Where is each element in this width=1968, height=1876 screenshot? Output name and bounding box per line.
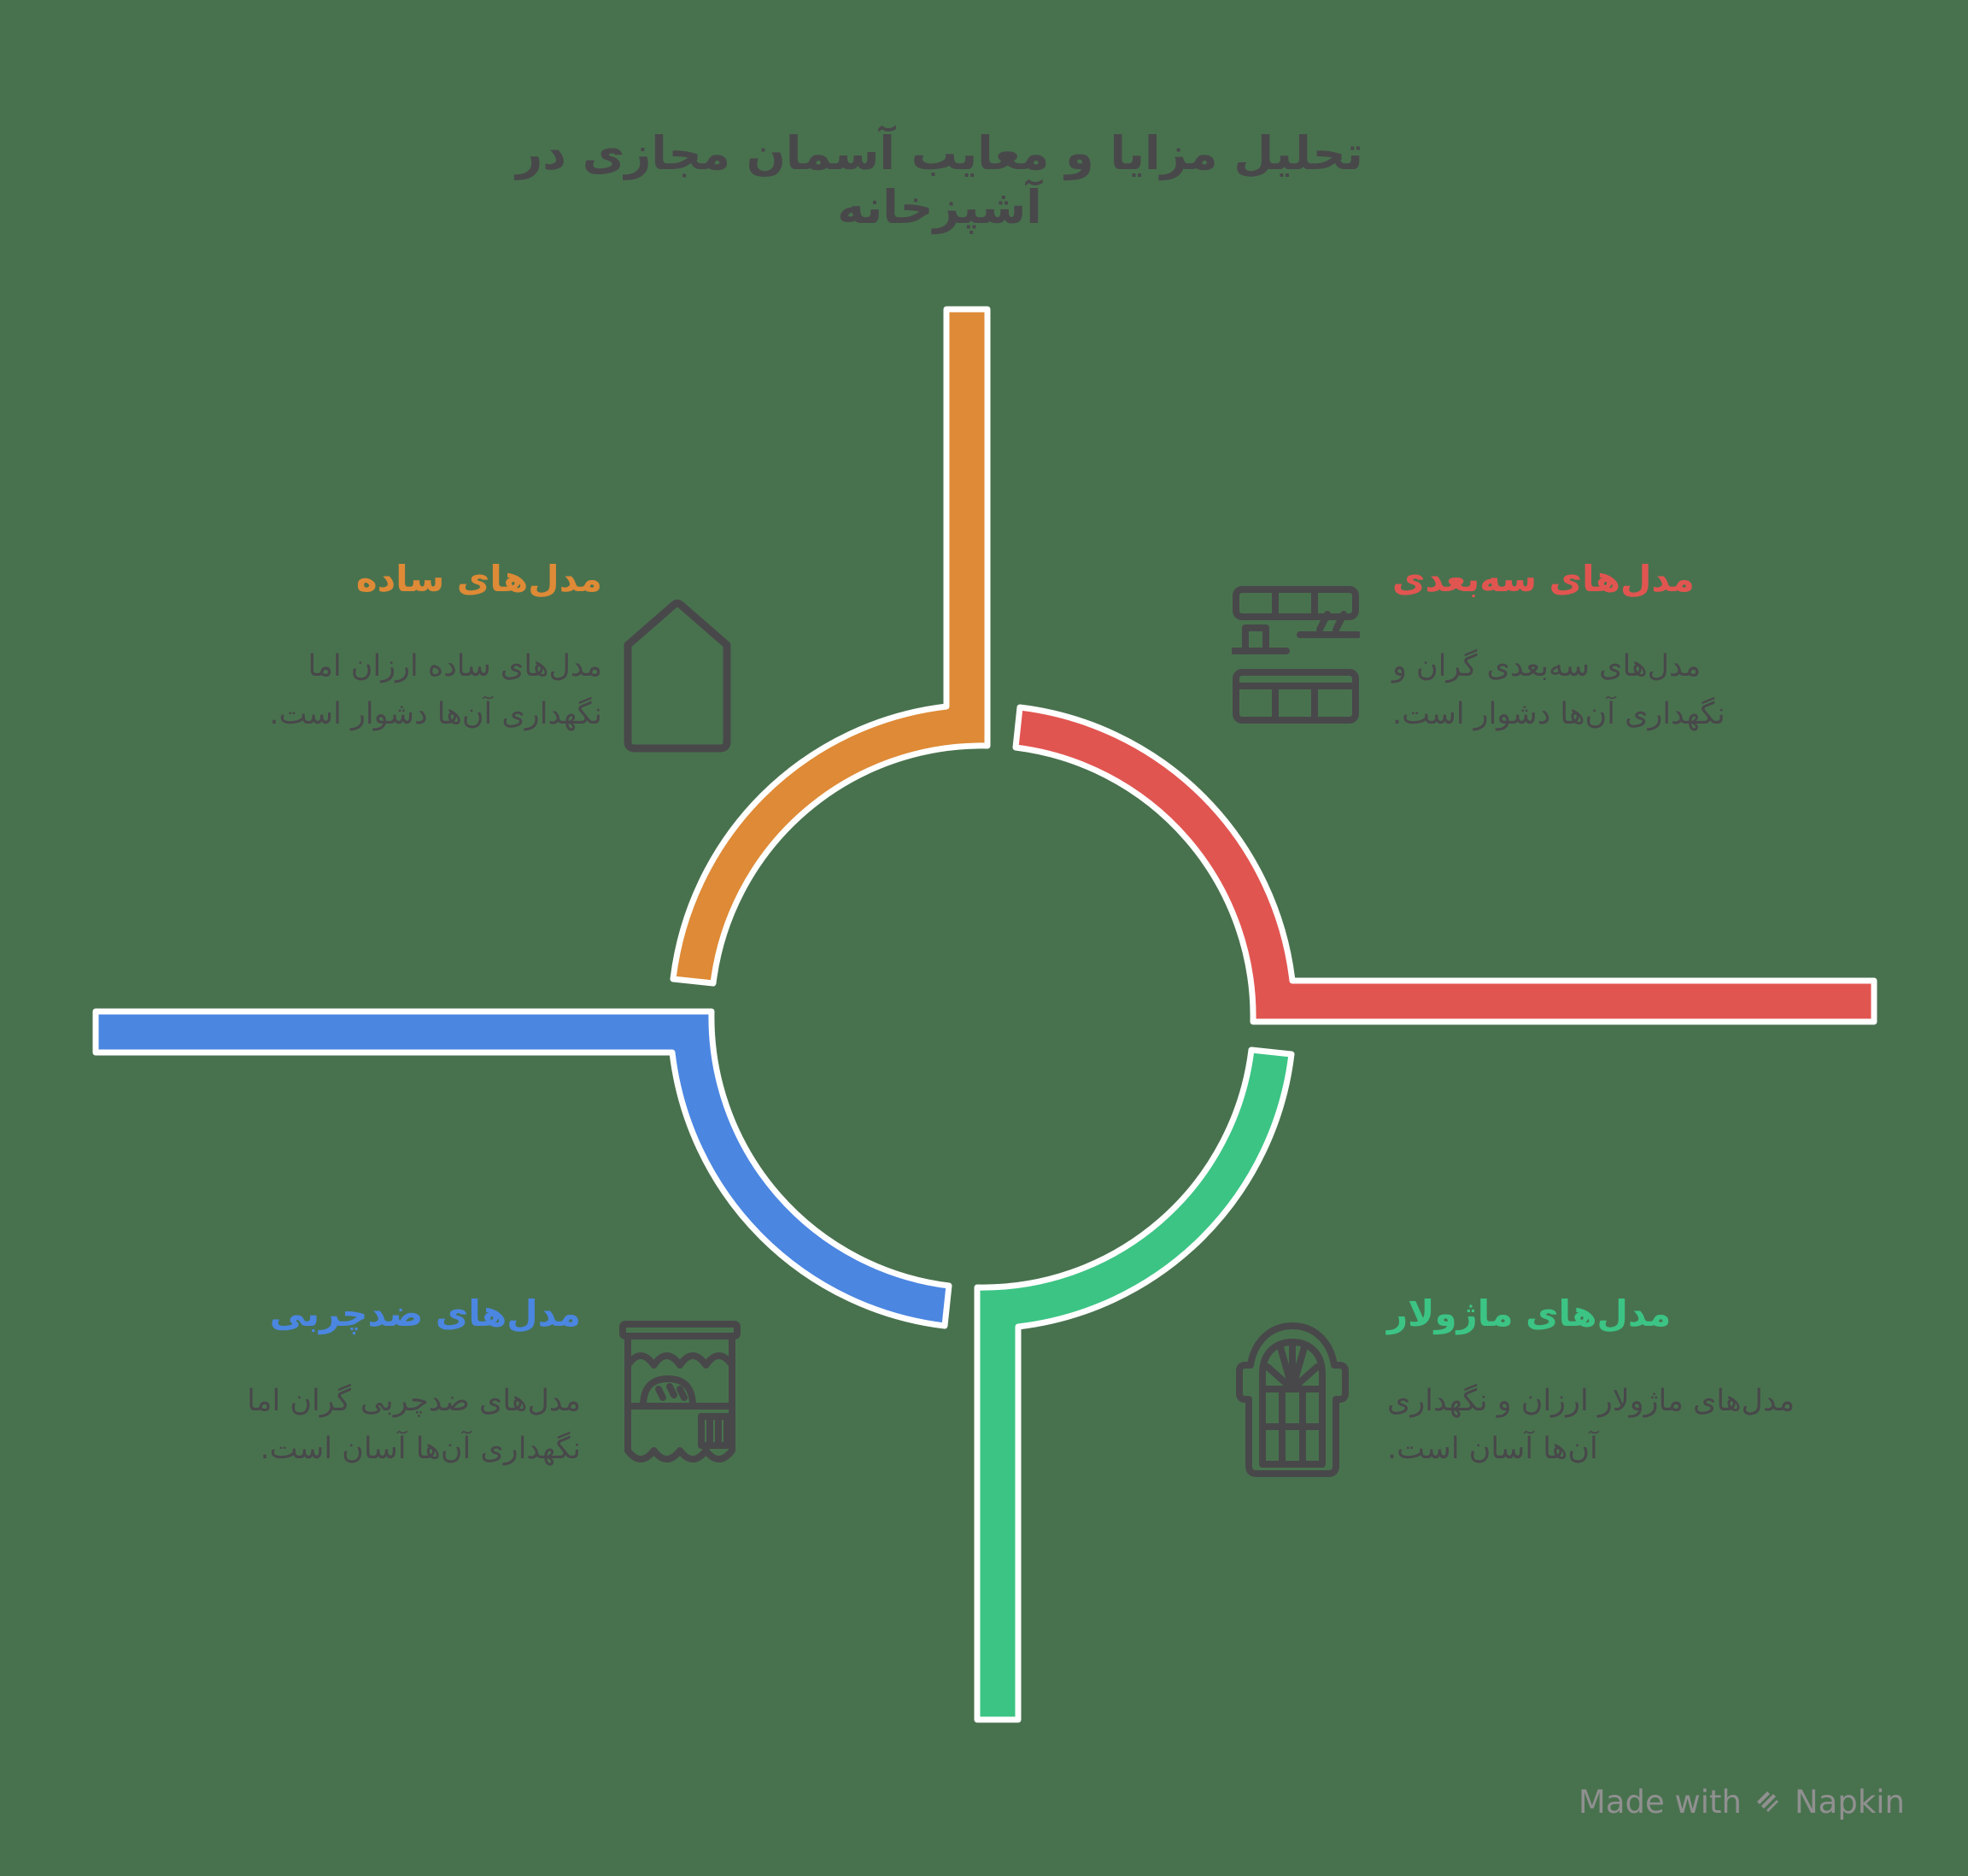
section-modular-models: مدل‌های ماژولار مدل‌های ماژولار ارزان و … [1387, 1288, 1848, 1473]
napkin-watermark: Made with Napkin [1578, 1784, 1905, 1820]
watermark-made-with: Made with [1578, 1784, 1742, 1820]
section-three-d-models: مدل‌های سه‌بعدی مدل‌های سه‌بعدی گران و ن… [1392, 554, 1836, 738]
napkin-logo-icon [1757, 1791, 1778, 1812]
section-heading: مدل‌های ضدچربی [269, 1293, 581, 1334]
arched-window-icon [1236, 1322, 1349, 1477]
diagram-arm-anti-grease-models [92, 1008, 952, 1329]
section-heading: مدل‌های ساده [355, 558, 602, 600]
kitchen-cabinets-icon [1232, 586, 1360, 724]
section-body: مدل‌های ضدچربی گران اما نگهداری آن‌ها آس… [247, 1384, 581, 1466]
bakery-stall-icon [619, 1321, 741, 1463]
house-icon [624, 599, 731, 753]
section-anti-grease-models: مدل‌های ضدچربی مدل‌های ضدچربی گران اما ن… [201, 1288, 581, 1473]
napkin-logo-stripes [1757, 1791, 1778, 1812]
section-heading: مدل‌های سه‌بعدی [1392, 558, 1695, 600]
section-body: مدل‌های ساده ارزان اما نگهداری آن‌ها دشو… [269, 649, 602, 731]
diagram-arm-modular-models [974, 1046, 1295, 1723]
diagram-arm-simple-models [670, 306, 991, 987]
section-body: مدل‌های سه‌بعدی گران و نگهداری آن‌ها دشو… [1392, 649, 1725, 731]
section-simple-models: مدل‌های ساده مدل‌های ساده ارزان اما نگهد… [222, 554, 602, 738]
section-body: مدل‌های ماژولار ارزان و نگهداری آن‌ها آس… [1387, 1384, 1795, 1466]
diagram-arm-three-d-models [1012, 704, 1877, 1025]
page-title: تحلیل مزایا و معایب آسمان مجازی در آشپزخ… [516, 126, 1363, 234]
section-heading: مدل‌های ماژولار [1387, 1293, 1672, 1334]
watermark-brand: Napkin [1795, 1784, 1905, 1820]
